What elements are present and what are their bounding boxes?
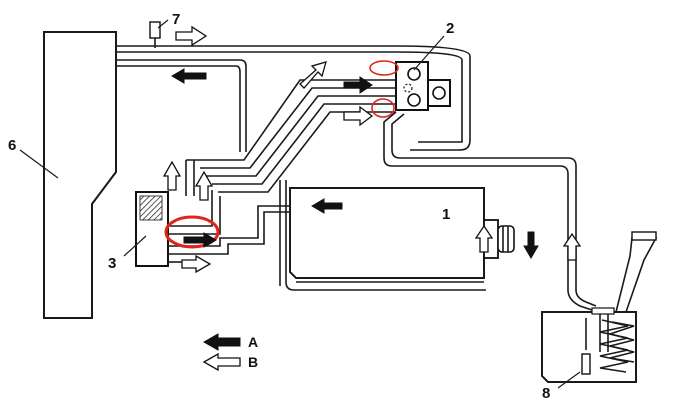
- solid-arrow-left-top: [171, 68, 207, 84]
- heater-core: [135, 191, 169, 267]
- highlight-upper-outlet: [369, 60, 399, 76]
- radiator: [43, 31, 117, 319]
- hollow-arrow-heater-out: [181, 254, 212, 274]
- flow-arrows: [162, 25, 582, 274]
- hollow-arrow-up-left: [162, 160, 182, 191]
- heater-pipes: [168, 190, 290, 263]
- callout-8: 8: [542, 385, 550, 402]
- engine-block: [279, 180, 515, 291]
- callout-6: 6: [8, 137, 16, 154]
- hollow-arrow-engine-up: [474, 224, 494, 253]
- diagonal-pipes: [185, 79, 396, 196]
- callout-1: 1: [442, 206, 450, 223]
- legend: A B: [202, 333, 258, 372]
- expansion-tank: [541, 231, 658, 383]
- leader-lines: [19, 19, 581, 389]
- top-pipes: [116, 45, 396, 152]
- hollow-arrow-up-mid: [194, 170, 214, 201]
- legend-label-b: B: [248, 354, 258, 370]
- highlight-lower-outlet: [371, 98, 395, 118]
- valve-block: [395, 61, 451, 111]
- solid-arrow-heater: [183, 232, 217, 248]
- coolant-valve: [149, 21, 161, 48]
- hollow-arrow-valve: [175, 25, 208, 47]
- legend-hollow-arrow: [202, 352, 241, 372]
- solid-arrow-down: [523, 231, 539, 259]
- hollow-arrow-diagonal: [299, 61, 327, 89]
- highlight-heater-inlet: [164, 215, 220, 249]
- legend-solid-arrow: [202, 333, 241, 351]
- callout-3: 3: [108, 255, 116, 272]
- solid-arrow-left-engine: [311, 198, 343, 214]
- callout-7: 7: [172, 11, 180, 28]
- hollow-arrow-lower: [343, 105, 374, 127]
- right-pipes: [383, 45, 577, 290]
- solid-arrow-right-top: [343, 76, 373, 94]
- hollow-arrow-tank-up: [562, 232, 582, 261]
- legend-label-a: A: [248, 334, 258, 350]
- callout-2: 2: [446, 20, 454, 37]
